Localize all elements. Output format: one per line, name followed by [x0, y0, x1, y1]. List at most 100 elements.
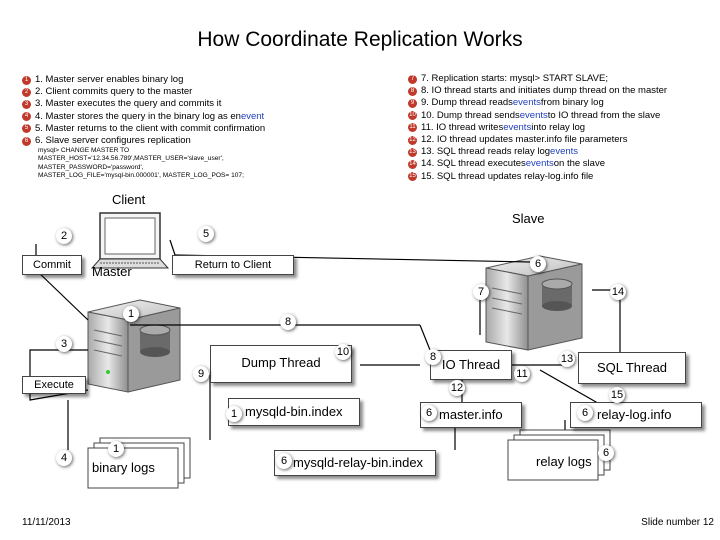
step-badge: 6: [598, 445, 614, 461]
step-text-tail: to IO thread from the slave: [547, 109, 661, 121]
master-info-label: master.info: [439, 407, 503, 422]
step-text: 6. Slave server configures replication: [35, 134, 191, 146]
step-15: 15 15. SQL thread updates relay-log.info …: [408, 171, 667, 183]
footer-slide-number: Slide number 12: [641, 517, 714, 528]
client-computer-icon: [90, 212, 170, 269]
footer-date: 11/11/2013: [22, 517, 71, 528]
step-text-tail: into relay log: [531, 121, 586, 133]
step-text: 14. SQL thread executes: [421, 158, 526, 170]
step-badge: 5: [198, 226, 214, 242]
step-badge: 6: [421, 405, 437, 421]
connector-line: [169, 239, 176, 256]
io-thread-label: IO Thread: [441, 357, 501, 372]
relay-log-info-box: relay-log.info: [570, 402, 702, 428]
step-badge: 1: [108, 441, 124, 457]
step-4: 4 4. Master stores the query in the binar…: [22, 111, 265, 123]
step-badge: 14: [610, 284, 626, 300]
step-number: 2: [22, 87, 31, 97]
step-text: 2. Client commits query to the master: [35, 86, 193, 98]
page-title: How Coordinate Replication Works: [197, 28, 523, 51]
step-text: 8. IO thread starts and initiates dump t…: [421, 85, 668, 97]
step-text: 13. SQL thread reads relay log: [421, 146, 551, 158]
sql-thread-box: SQL Thread: [578, 352, 686, 384]
step-badge: 8: [280, 314, 296, 330]
step-number: 8: [408, 86, 417, 96]
step-text: 12. IO thread updates master.info file p…: [421, 133, 628, 145]
step-text: 5. Master returns to the client with com…: [35, 122, 266, 134]
change-master-code: mysql> CHANGE MASTER TO MASTER_HOST='12.…: [38, 147, 244, 180]
dump-thread-label: Dump Thread: [241, 355, 321, 370]
dump-thread-box: Dump Thread: [210, 345, 352, 383]
step-text: 11. IO thread writes: [421, 121, 504, 133]
event-highlight: events: [512, 97, 541, 109]
step-text: 15. SQL thread updates relay-log.info fi…: [421, 170, 594, 182]
step-number: 10: [408, 111, 417, 121]
step-number: 12: [408, 135, 417, 145]
step-badge: 6: [530, 256, 546, 272]
event-highlight: events: [503, 121, 532, 133]
step-text-tail: on the slave: [553, 158, 605, 170]
step-text: 9. Dump thread reads: [421, 97, 513, 109]
return-to-client-box: Return to Client: [172, 255, 294, 275]
relay-logs-label: relay logs: [536, 454, 592, 469]
event-highlight: events: [519, 109, 548, 121]
step-8: 8 8. IO thread starts and initiates dump …: [408, 85, 667, 97]
step-number: 11: [408, 123, 417, 133]
master-info-box: master.info: [420, 402, 522, 428]
step-badge: 1: [226, 406, 242, 422]
step-badge: 11: [514, 366, 530, 382]
binary-logs-label: binary logs: [92, 460, 155, 475]
execute-label: Execute: [34, 379, 74, 391]
connector-line: [35, 269, 89, 321]
step-6: 6 6. Slave server configures replication: [22, 135, 265, 147]
relay-bin-index-label: mysqld-relay-bin.index: [293, 455, 424, 470]
step-badge: 15: [609, 387, 625, 403]
step-badge: 12: [449, 380, 465, 396]
master-database-icon: [139, 324, 171, 357]
mysqld-bin-index-box: mysqld-bin.index: [228, 398, 360, 426]
step-number: 4: [22, 112, 31, 122]
event-highlight: event: [240, 110, 265, 122]
step-badge: 6: [276, 453, 292, 469]
step-badge: 10: [335, 344, 351, 360]
return-to-client-label: Return to Client: [194, 259, 272, 271]
relay-logs-stack: [507, 429, 611, 481]
step-number: 15: [408, 172, 417, 182]
step-text: 7. Replication starts: mysql> START SLAV…: [421, 73, 608, 84]
step-1: 1 1. Master server enables binary log: [22, 74, 265, 86]
slave-label: Slave: [512, 211, 545, 226]
step-14: 14 14. SQL thread executes events on the …: [408, 158, 667, 170]
step-number: 1: [22, 75, 31, 85]
step-badge: 13: [559, 351, 575, 367]
master-label: Master: [92, 264, 132, 279]
step-text: 3. Master executes the query and commits…: [35, 98, 222, 110]
client-label: Client: [112, 192, 146, 207]
step-number: 14: [408, 159, 417, 169]
step-10: 10 10. Dump thread sends events to IO thr…: [408, 110, 667, 122]
step-badge: 7: [473, 284, 489, 300]
relay-bin-index-box: mysqld-relay-bin.index: [274, 450, 436, 476]
slave-database-icon: [541, 278, 573, 311]
step-badge: 3: [56, 336, 72, 352]
step-number: 13: [408, 147, 417, 157]
step-text: 4. Master stores the query in the binary…: [35, 110, 241, 122]
step-12: 12 12. IO thread updates master.info file…: [408, 134, 667, 146]
sql-thread-label: SQL Thread: [596, 360, 668, 375]
step-badge: 4: [56, 450, 72, 466]
step-badge: 6: [577, 405, 593, 421]
step-number: 6: [22, 136, 31, 146]
step-text: 10. Dump thread sends: [421, 109, 520, 121]
connector-line: [419, 324, 431, 351]
event-highlight: events: [525, 158, 554, 170]
step-badge: 8: [425, 349, 441, 365]
relay-log-info-label: relay-log.info: [597, 407, 672, 422]
step-text: 1. Master server enables binary log: [35, 74, 184, 85]
step-11: 11 11. IO thread writes events into relay…: [408, 122, 667, 134]
step-number: 9: [408, 98, 417, 108]
